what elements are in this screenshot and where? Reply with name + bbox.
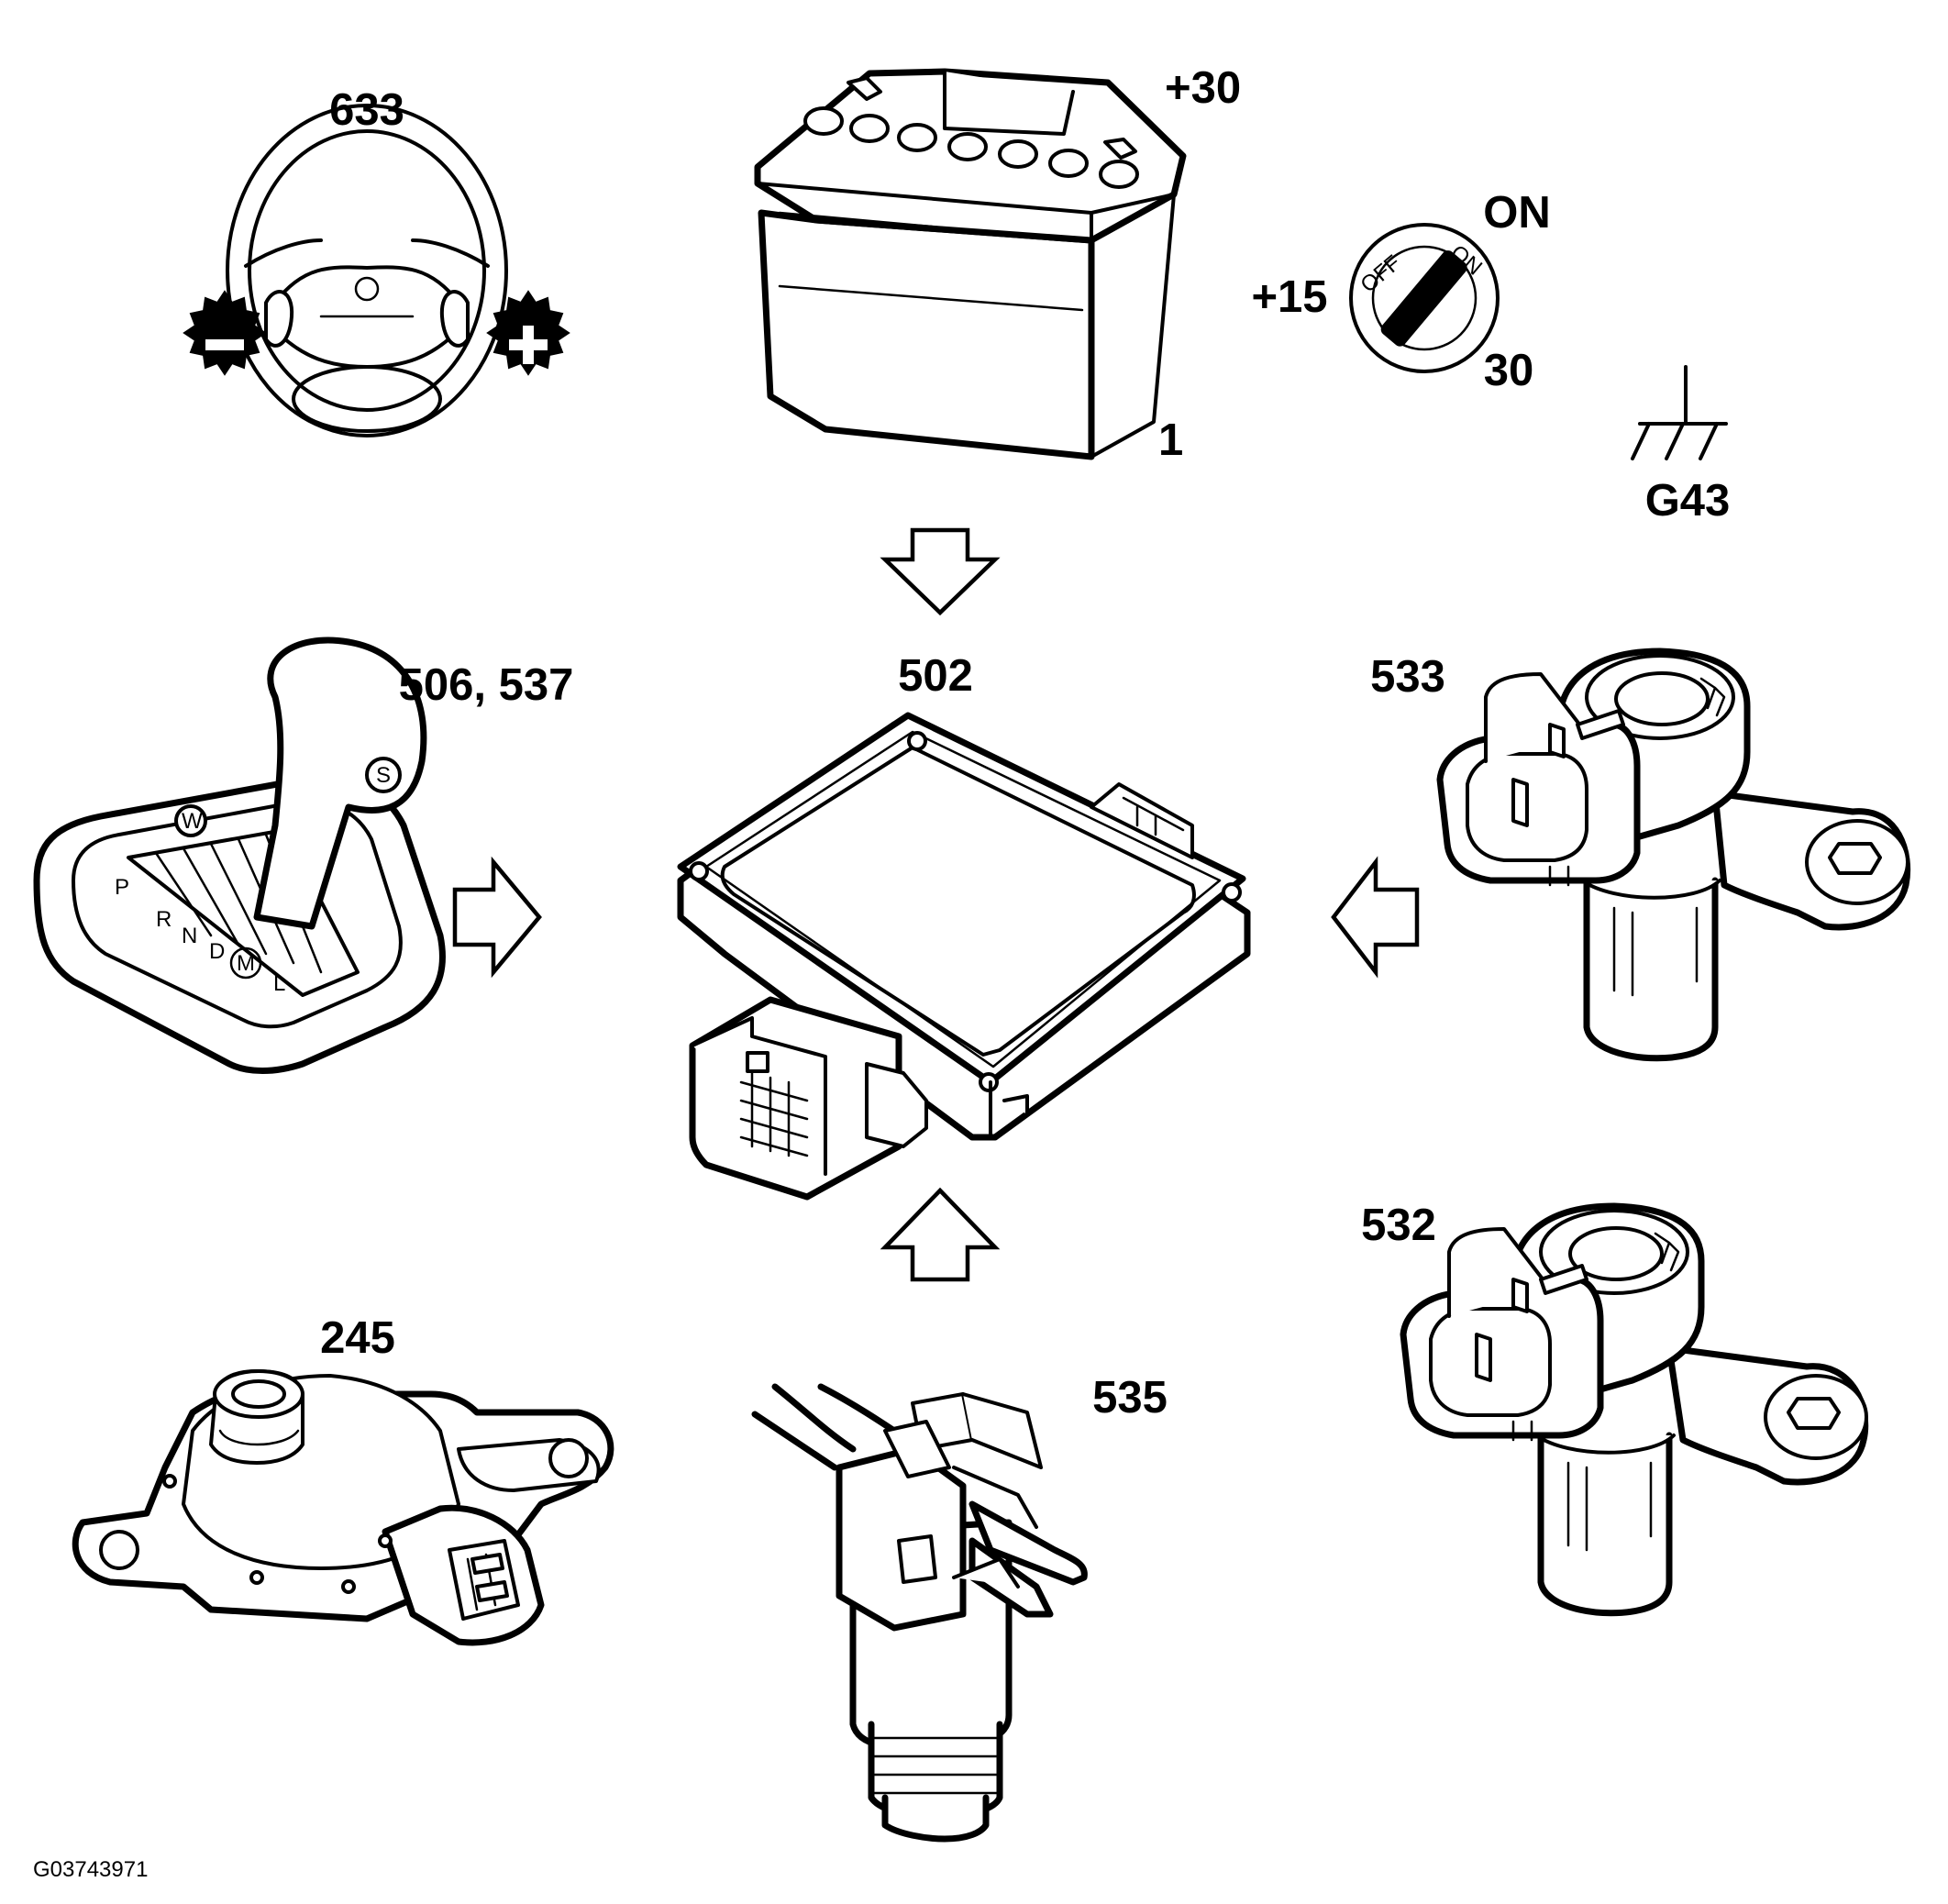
gear-position-n: N bbox=[182, 924, 197, 948]
gear-position-r: R bbox=[156, 907, 172, 932]
ignition-15-label: +15 bbox=[1251, 272, 1327, 322]
battery-illustration bbox=[754, 68, 1187, 460]
minus-button-icon bbox=[183, 290, 267, 376]
arrow-right-icon bbox=[452, 856, 542, 979]
ignition-switch-icon: OFF ON bbox=[1349, 223, 1500, 373]
steering-wheel-label: 633 bbox=[329, 85, 404, 135]
steering-wheel-illustration bbox=[183, 104, 570, 437]
figure-code: G03743971 bbox=[33, 1857, 148, 1882]
range-switch-label: 245 bbox=[320, 1313, 395, 1363]
gear-knob-mark: S bbox=[376, 763, 391, 788]
gear-selector-label: 506, 537 bbox=[399, 660, 574, 710]
gear-position-m: M bbox=[237, 951, 255, 976]
battery-vent-caps bbox=[803, 106, 1139, 189]
solenoid-valve-label: 535 bbox=[1092, 1373, 1168, 1422]
ground-label: G43 bbox=[1645, 476, 1731, 526]
range-switch-illustration bbox=[72, 1369, 614, 1646]
gear-position-d: D bbox=[209, 939, 225, 964]
control-module-illustration bbox=[677, 712, 1251, 1201]
arrow-down-icon bbox=[880, 527, 1001, 616]
ignition-on-label: ON bbox=[1483, 188, 1551, 238]
gear-position-p: P bbox=[115, 875, 129, 900]
speed-sensor-upper-illustration bbox=[1436, 648, 1911, 1062]
gear-mode-mark: W bbox=[182, 809, 203, 834]
speed-sensor-lower-illustration bbox=[1400, 1202, 1869, 1617]
gear-position-l: L bbox=[273, 971, 285, 996]
control-module-label: 502 bbox=[898, 651, 973, 701]
speed-sensor-upper-label: 533 bbox=[1370, 652, 1445, 702]
plus-button-icon bbox=[486, 290, 570, 376]
arrow-left-icon bbox=[1331, 856, 1420, 979]
arrow-up-icon bbox=[880, 1187, 1001, 1282]
gear-selector-illustration: S W P R N D M L bbox=[33, 637, 446, 1074]
battery-terminal-label: +30 bbox=[1165, 63, 1241, 113]
battery-label: 1 bbox=[1158, 415, 1183, 465]
ground-symbol-icon bbox=[1631, 365, 1728, 460]
ignition-30-label: 30 bbox=[1484, 346, 1534, 395]
gear-positions: P R N D M L bbox=[115, 875, 285, 996]
solenoid-valve-illustration bbox=[751, 1383, 1088, 1843]
speed-sensor-lower-label: 532 bbox=[1361, 1201, 1436, 1250]
